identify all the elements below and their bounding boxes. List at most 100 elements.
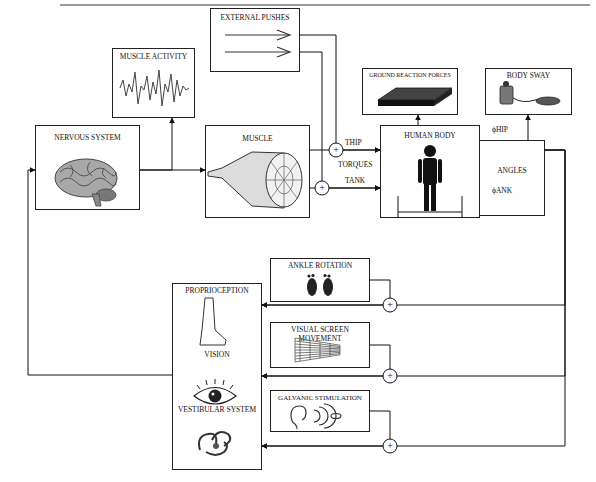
human-figure	[398, 196, 399, 218]
process-box: GROUND REACTION FORCES	[362, 68, 458, 115]
sum-sign: +	[329, 143, 343, 157]
summing-junctions	[315, 143, 397, 453]
summing-junctions	[383, 298, 397, 312]
process-box: ANKLE ROTATION	[270, 258, 370, 302]
box-title: BODY SWAY	[488, 72, 569, 81]
signal-arrow	[418, 115, 419, 125]
process-box: NERVOUS SYSTEM	[35, 125, 140, 210]
emg-signal	[120, 70, 189, 106]
process-box: GALVANIC STIMULATION	[270, 390, 370, 432]
muscle-illustration	[266, 153, 302, 207]
sway-device	[500, 81, 560, 105]
push-arrows	[225, 34, 289, 35]
summing-junctions	[383, 439, 397, 453]
box-title: EXTERNAL PUSHES	[213, 14, 297, 23]
push-arrows	[277, 30, 290, 40]
signal-label: ϕHIP	[492, 126, 508, 134]
box-title: VESTIBULAR SYSTEM	[174, 406, 260, 415]
sum-sign: +	[383, 298, 397, 312]
box-title: HUMAN BODY	[383, 132, 477, 141]
human-figure	[423, 158, 437, 185]
signal-arrow	[300, 35, 380, 150]
brain-illustration	[55, 159, 117, 197]
force-plate	[378, 88, 452, 106]
eye-icon	[194, 388, 236, 405]
sway-device	[503, 81, 509, 87]
summing-junctions	[383, 369, 397, 383]
emg-signal	[120, 70, 189, 106]
galvanic-icon	[291, 406, 300, 429]
signal-arrow	[262, 150, 565, 376]
eye-icon	[197, 379, 233, 389]
summing-junctions	[315, 181, 329, 195]
sum-sign: +	[383, 369, 397, 383]
feet-icon	[307, 274, 310, 277]
force-plate	[378, 88, 452, 100]
sum-sign: +	[383, 439, 397, 453]
feet-icon	[327, 274, 330, 277]
box-title: GROUND REACTION FORCES	[364, 72, 456, 79]
human-figure	[398, 145, 462, 218]
vestibular-icon	[199, 432, 230, 455]
feet-icon	[307, 278, 317, 296]
eye-icon	[212, 393, 215, 396]
box-title: VISUAL SCREEN MOVEMENT	[285, 326, 355, 343]
signal-arrow	[262, 345, 390, 376]
human-figure	[462, 196, 463, 218]
process-box: VISUAL SCREEN MOVEMENT	[270, 322, 370, 368]
sway-device	[513, 98, 557, 102]
box-title: NERVOUS SYSTEM	[38, 134, 137, 143]
feet-icon	[323, 274, 326, 277]
galvanic-icon	[300, 406, 306, 420]
signal-arrow	[262, 150, 565, 446]
eye-icon	[209, 390, 222, 403]
vestibular-icon	[206, 442, 227, 455]
galvanic-icon	[331, 414, 341, 419]
signal-label: ϕANK	[492, 187, 512, 195]
process-box: HUMAN BODY	[380, 125, 480, 218]
process-box: MUSCLE ACTIVITY	[112, 48, 195, 118]
push-arrows	[225, 51, 289, 52]
header-rule	[60, 4, 590, 6]
signal-arrow	[300, 52, 380, 188]
signal-arrow	[140, 118, 172, 170]
process-box: MUSCLE	[205, 125, 310, 218]
process-box: ANGLES	[479, 140, 545, 216]
galvanic-icon	[324, 404, 336, 428]
box-title: ANGLES	[482, 167, 542, 176]
box-title: MUSCLE	[208, 135, 307, 144]
process-box: EXTERNAL PUSHES	[210, 8, 300, 72]
box-title: VISION	[174, 351, 260, 360]
muscle-illustration	[275, 166, 293, 194]
vestibular-icon	[213, 443, 219, 449]
signal-label: THIP	[345, 139, 362, 147]
feet-icon	[307, 274, 333, 296]
push-arrows	[277, 47, 290, 57]
signal-label: TANK	[345, 177, 365, 185]
galvanic-icon	[314, 410, 320, 422]
human-figure	[431, 184, 436, 211]
signal-arrow	[528, 115, 529, 140]
leg-icon	[200, 298, 226, 345]
brain-illustration	[60, 178, 116, 186]
signal-arrow	[262, 411, 390, 446]
leg-icon	[200, 298, 226, 345]
brain-illustration	[92, 194, 101, 206]
feet-icon	[311, 274, 314, 277]
process-box: PROPRIOCEPTION VISION VESTIBULAR SYSTEM	[172, 283, 262, 470]
galvanic-icon	[319, 407, 328, 425]
muscle-illustration	[208, 152, 302, 208]
sway-device	[500, 86, 513, 104]
signal-label: TORQUES	[338, 161, 372, 169]
box-title: MUSCLE ACTIVITY	[115, 53, 192, 62]
signal-arrow	[262, 150, 565, 305]
muscle-illustration	[208, 152, 284, 208]
force-plate	[434, 88, 452, 106]
box-title: PROPRIOCEPTION	[174, 287, 260, 296]
eye-icon	[194, 379, 236, 404]
muscle-illustration	[266, 153, 302, 207]
sum-sign: +	[315, 181, 329, 195]
process-box: BODY SWAY	[485, 68, 572, 115]
